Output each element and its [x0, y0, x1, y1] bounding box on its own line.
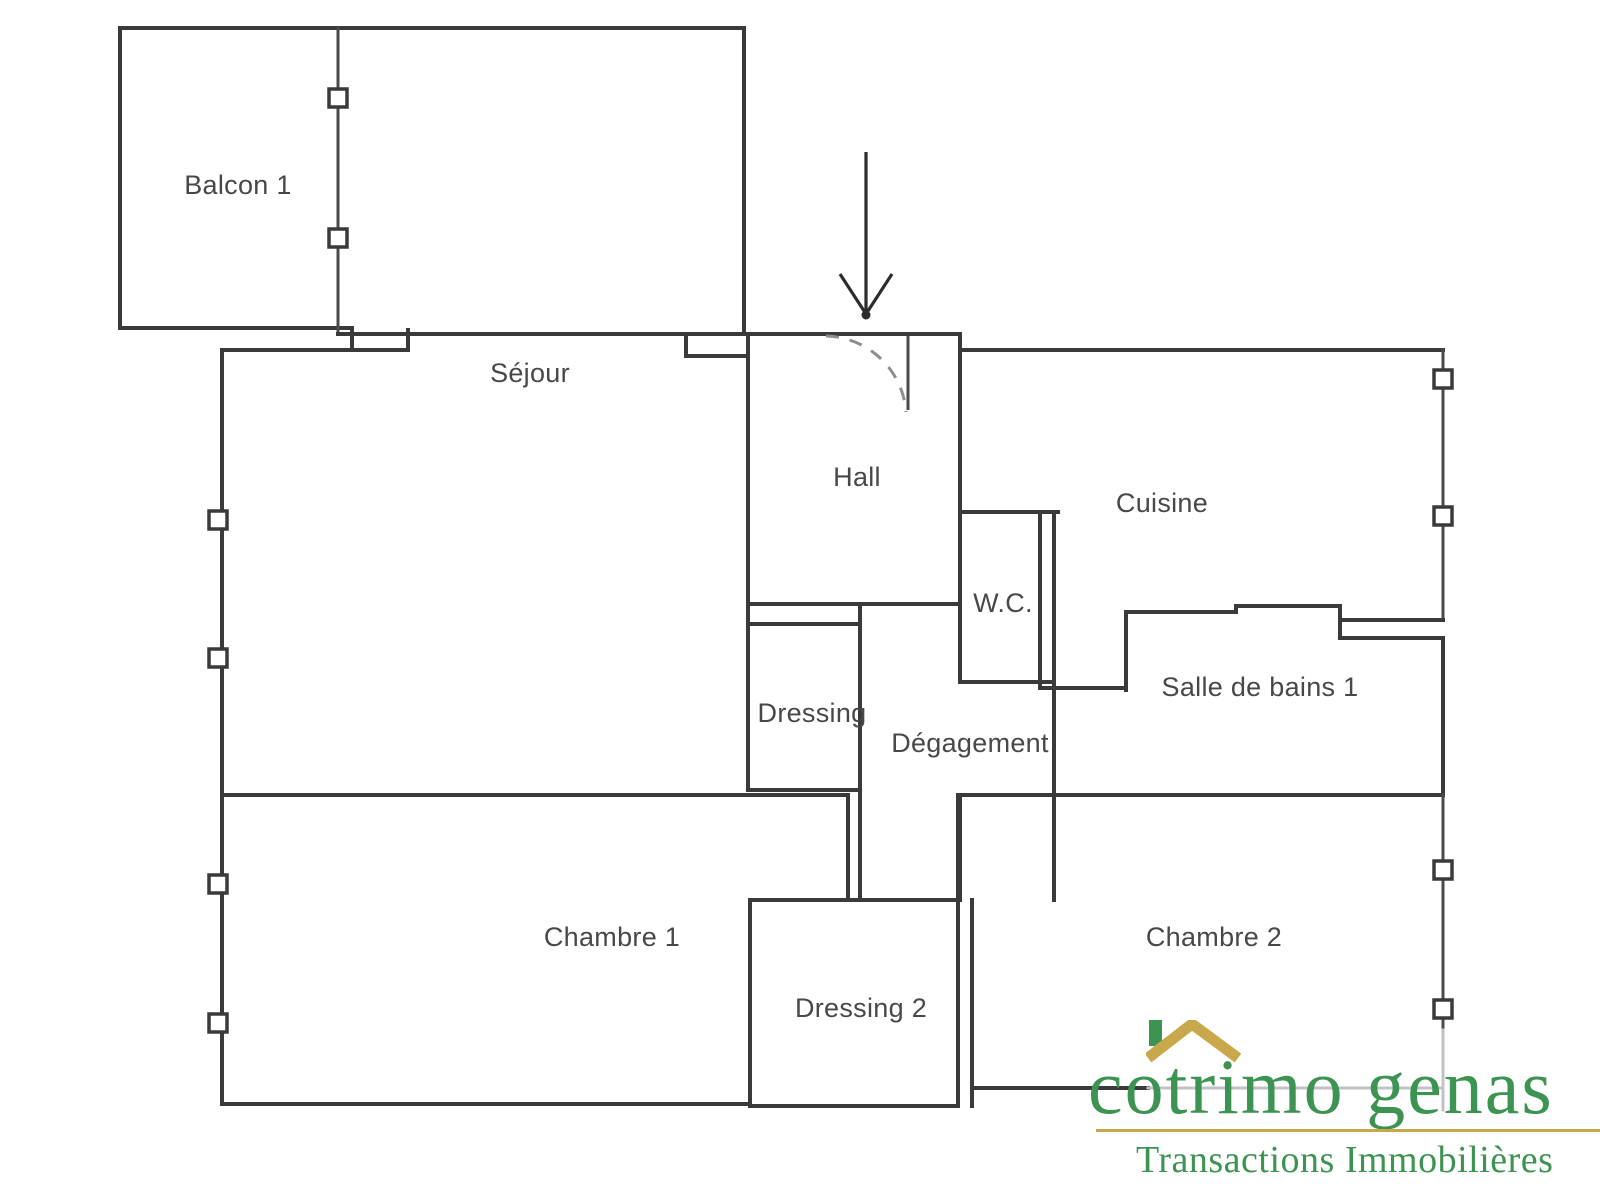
room-label-sejour: Séjour	[490, 358, 570, 388]
room-outline-balcon1	[118, 26, 746, 336]
room-outline-dressing2	[748, 898, 974, 1108]
room-label-dressing1: Dressing	[758, 698, 867, 728]
window-marker	[1432, 998, 1454, 1020]
room-label-dressing2: Dressing 2	[795, 993, 927, 1023]
window-marker	[1432, 505, 1454, 527]
window-marker	[207, 647, 229, 669]
room-outline-chambre1	[220, 793, 850, 1106]
window-marker	[207, 873, 229, 895]
window-marker	[327, 87, 349, 109]
room-label-chambre2: Chambre 2	[1146, 922, 1282, 952]
window-marker	[207, 1012, 229, 1034]
room-outline-dressing1	[746, 602, 862, 902]
room-label-wc: W.C.	[973, 588, 1033, 618]
room-outline-cuisine	[958, 348, 1445, 692]
entrance-direction-arrow	[838, 152, 894, 320]
room-outline-hall	[746, 332, 962, 606]
room-outline-salledebains1	[1052, 636, 1445, 797]
window-marker	[1432, 859, 1454, 881]
room-labels: Balcon 1 Séjour Hall Cuisine W.C. Salle …	[184, 170, 1358, 1023]
room-label-cuisine: Cuisine	[1116, 488, 1208, 518]
room-label-degagement: Dégagement	[891, 728, 1049, 758]
room-outline-sejour	[220, 26, 850, 802]
room-label-chambre1: Chambre 1	[544, 922, 680, 952]
window-marker	[1432, 368, 1454, 390]
window-marker	[207, 509, 229, 531]
window-marker	[327, 227, 349, 249]
room-label-salledebains1: Salle de bains 1	[1162, 672, 1359, 702]
window-markers	[207, 87, 1454, 1034]
room-outline-chambre2	[956, 793, 1445, 1112]
room-label-balcon1: Balcon 1	[184, 170, 291, 200]
room-outline-degagement	[958, 680, 1056, 902]
room-label-hall: Hall	[833, 462, 881, 492]
